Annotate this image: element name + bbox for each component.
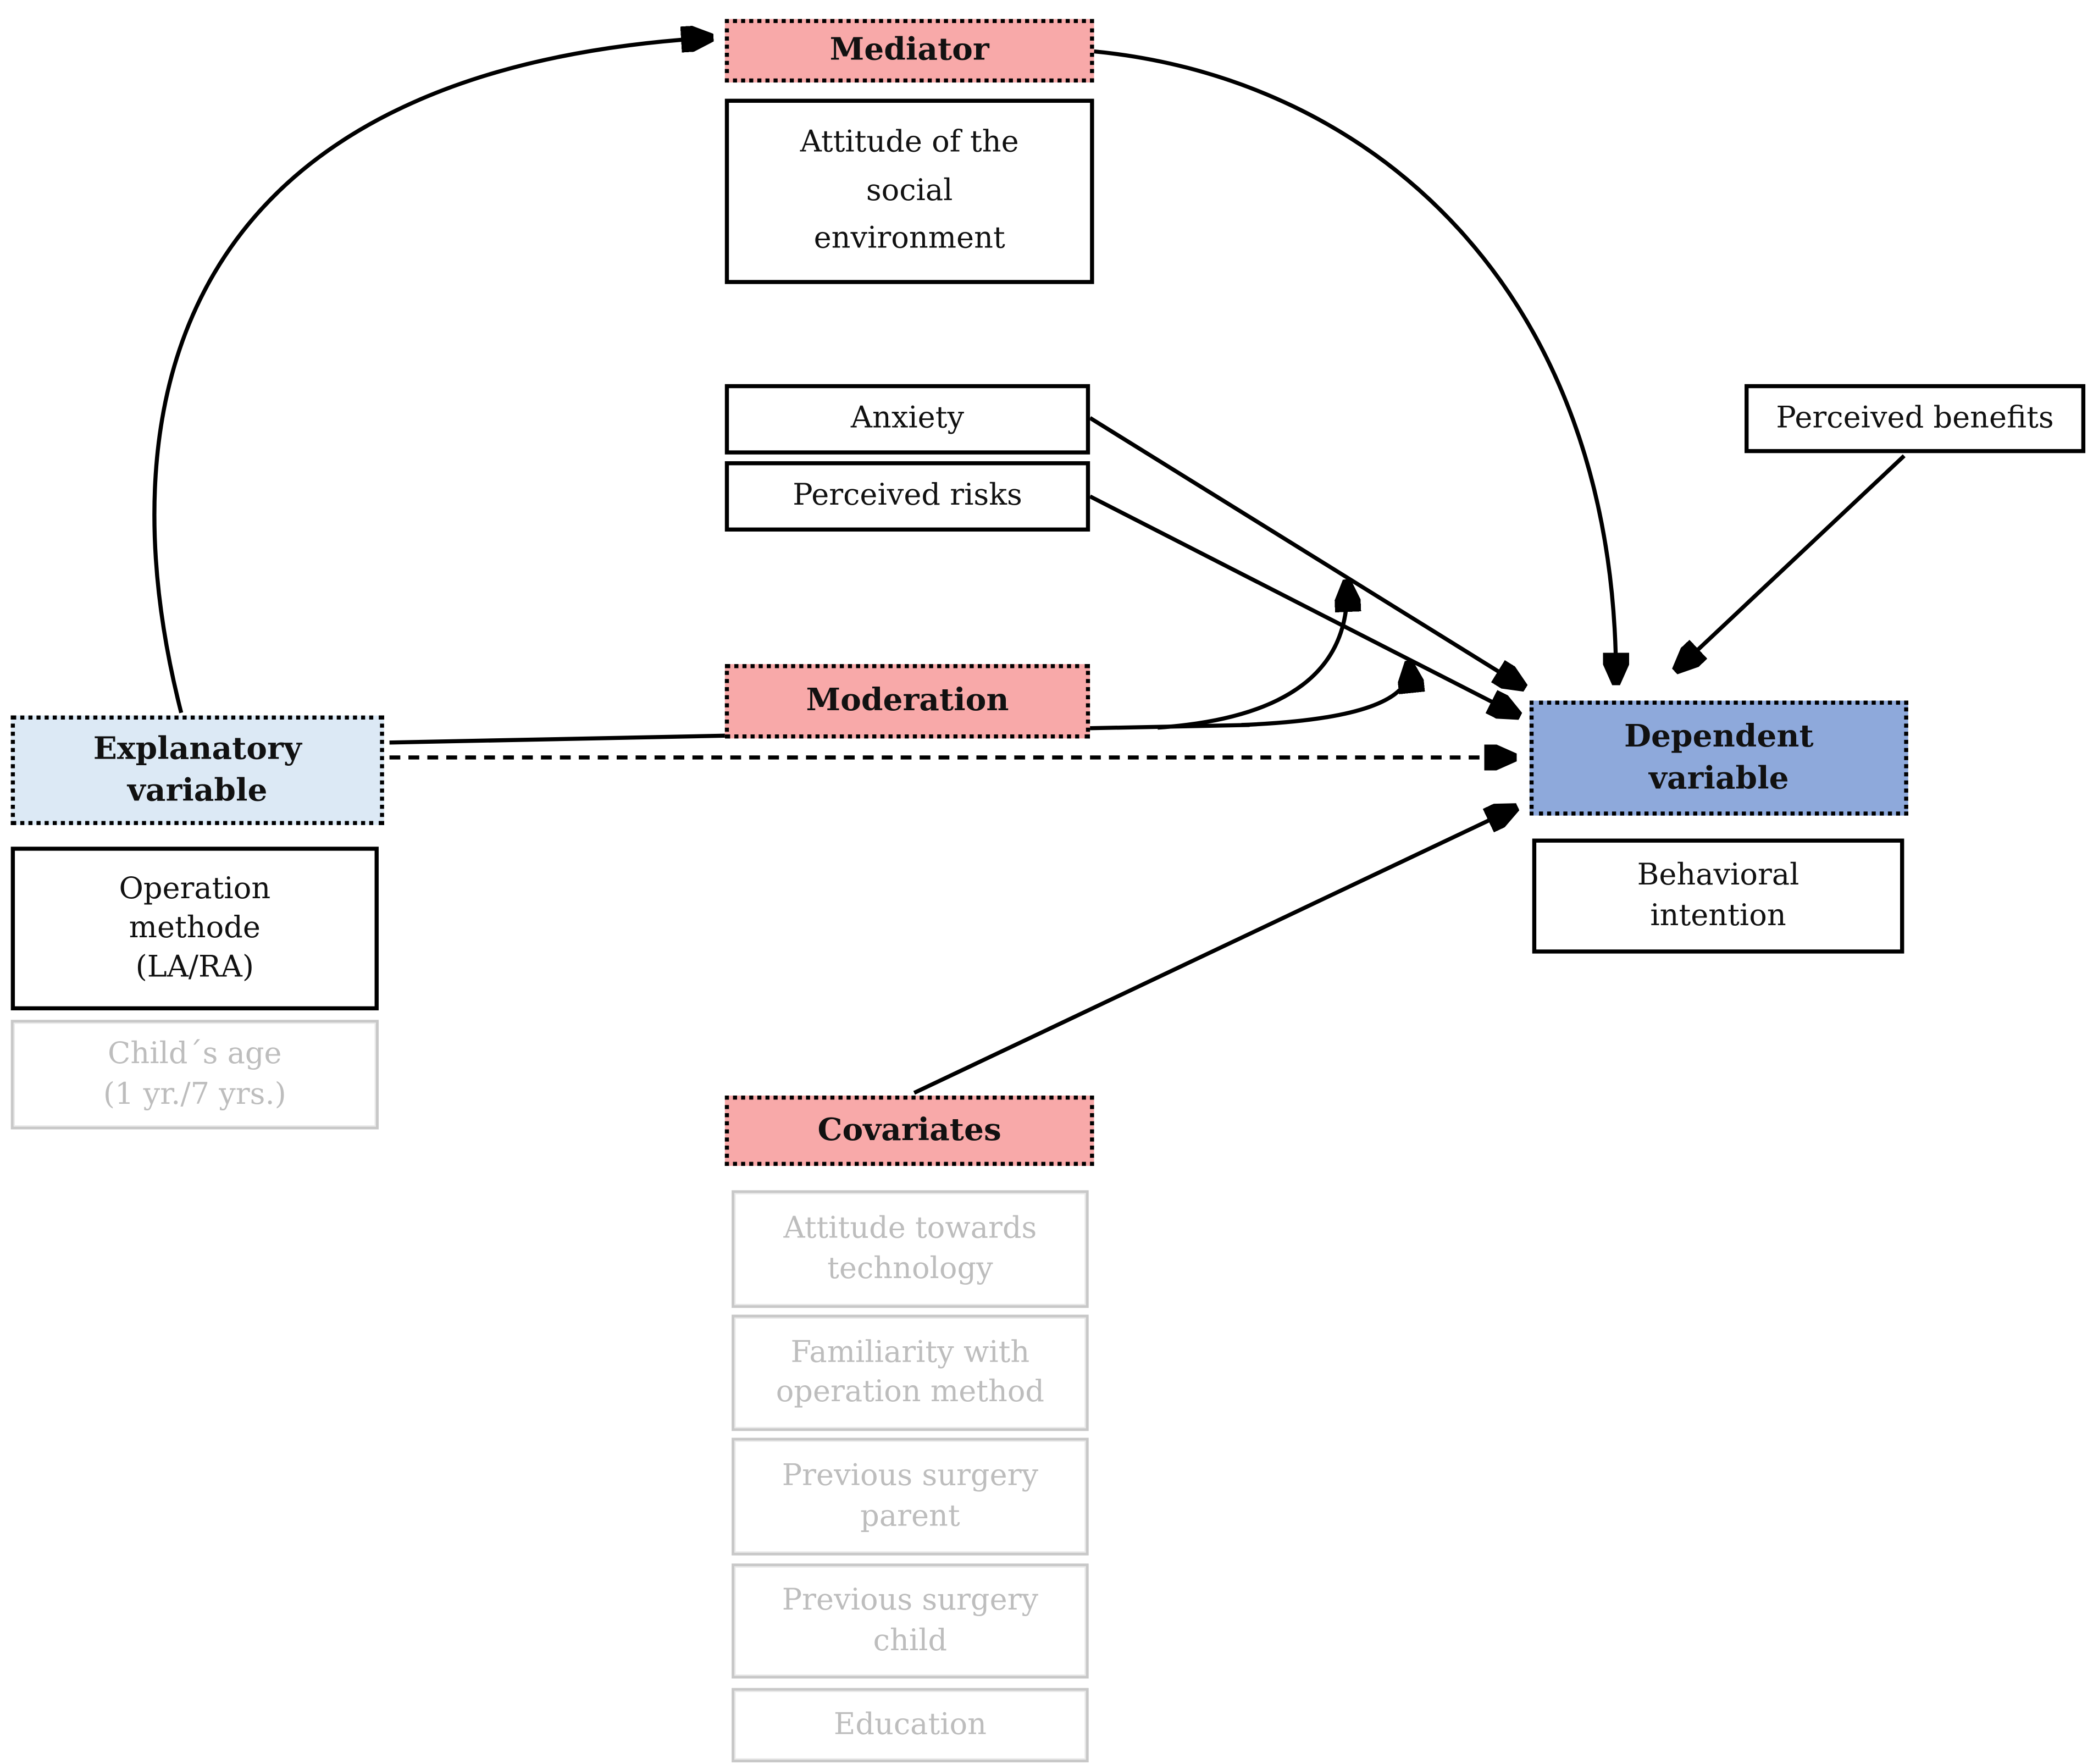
covariate-item-previous-surgery-child: Previous surgery child [732, 1563, 1089, 1679]
arrow-covariates-to-dependent [913, 809, 1513, 1095]
operation-method-box: Operation methode (LA/RA) [10, 847, 379, 1010]
covariate-item-attitude-technology: Attitude towards technology [732, 1190, 1089, 1308]
moderation-arrow-risks-path [1241, 666, 1409, 727]
dependent-variable-role-box: Dependent variable [1529, 700, 1908, 816]
covariate-item-education: Education [732, 1688, 1089, 1763]
arrow-perceived-risks-to-dependent [1089, 494, 1516, 714]
moderation-arrow-anxiety-path [1157, 584, 1347, 730]
childs-age-box: Child´s age (1 yr./7 yrs.) [10, 1020, 379, 1130]
attitude-social-environment-box: Attitude of the social environment [724, 98, 1094, 284]
arrow-perceived-benefits-to-dependent [1678, 454, 1906, 668]
covariate-item-previous-surgery-parent: Previous surgery parent [732, 1437, 1089, 1556]
covariate-item-familiarity: Familiarity with operation method [732, 1314, 1089, 1431]
arrow-explanatory-to-mediator [152, 38, 708, 714]
arrow-anxiety-to-dependent [1089, 416, 1521, 685]
behavioral-intention-box: Behavioral intention [1532, 838, 1904, 954]
perceived-benefits-box: Perceived benefits [1745, 384, 2086, 454]
anxiety-box: Anxiety [724, 384, 1090, 455]
explanatory-variable-role-box: Explanatory variable [10, 715, 384, 825]
perceived-risks-box: Perceived risks [724, 461, 1090, 532]
arrow-mediator-to-dependent [1094, 49, 1616, 680]
covariates-role-box: Covariates [724, 1096, 1094, 1166]
mediator-role-box: Mediator [724, 19, 1094, 83]
moderation-role-box: Moderation [724, 664, 1090, 739]
